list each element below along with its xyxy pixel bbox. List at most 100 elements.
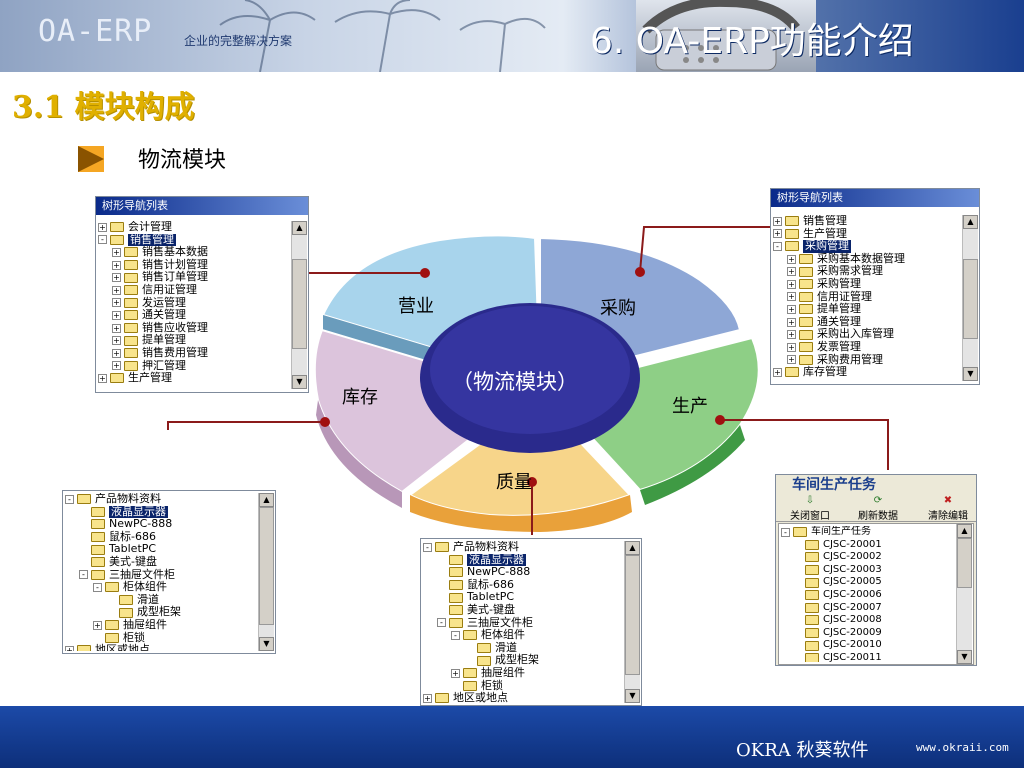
- expand-icon[interactable]: +: [787, 317, 796, 327]
- tree-item[interactable]: +通关管理: [773, 315, 961, 329]
- task-item[interactable]: CJSC-20002: [781, 551, 955, 564]
- expand-icon[interactable]: +: [112, 285, 121, 295]
- tree-item[interactable]: +押汇管理: [98, 359, 290, 373]
- task-item[interactable]: CJSC-20008: [781, 614, 955, 627]
- expand-icon[interactable]: +: [787, 279, 796, 289]
- tree-item[interactable]: -采购管理: [773, 240, 961, 253]
- tree-item[interactable]: -三抽屉文件柜: [65, 568, 257, 582]
- tree-item[interactable]: +采购费用管理: [773, 353, 961, 367]
- expand-icon[interactable]: +: [112, 336, 121, 346]
- scroll-down-button[interactable]: ▼: [259, 637, 274, 651]
- expand-icon[interactable]: +: [112, 298, 121, 308]
- expand-icon[interactable]: +: [112, 273, 121, 283]
- scroll-thumb[interactable]: [957, 538, 972, 588]
- refresh-data-button[interactable]: ⟳ 刷新数据: [848, 495, 908, 522]
- scroll-down-button[interactable]: ▼: [963, 367, 978, 381]
- scroll-up-button[interactable]: ▲: [625, 541, 640, 555]
- tree-item[interactable]: 美式-键盘: [65, 555, 257, 569]
- tree-item[interactable]: TabletPC: [65, 543, 257, 556]
- tree-item[interactable]: +抽屉组件: [423, 666, 623, 680]
- expand-icon[interactable]: +: [112, 361, 121, 371]
- sales-tree-list[interactable]: +会计管理-销售管理+销售基本数据+销售计划管理+销售订单管理+信用证管理+发运…: [98, 221, 290, 389]
- tree-item[interactable]: -柜体组件: [423, 629, 623, 642]
- tree-item[interactable]: +生产管理: [773, 227, 961, 241]
- scroll-down-button[interactable]: ▼: [957, 650, 972, 664]
- collapse-icon[interactable]: -: [98, 235, 107, 245]
- scroll-down-button[interactable]: ▼: [625, 689, 640, 703]
- expand-icon[interactable]: +: [112, 348, 121, 358]
- tree-item[interactable]: +采购需求管理: [773, 265, 961, 278]
- tree-item[interactable]: +采购出入库管理: [773, 328, 961, 341]
- scroll-thumb[interactable]: [625, 555, 640, 675]
- tree-item[interactable]: +发运管理: [98, 296, 290, 310]
- tree-item[interactable]: 鼠标-686: [423, 578, 623, 592]
- collapse-icon[interactable]: -: [781, 527, 790, 537]
- scroll-up-button[interactable]: ▲: [963, 215, 978, 229]
- tree-item[interactable]: +销售费用管理: [98, 346, 290, 360]
- tree-item[interactable]: 液晶显示器: [65, 505, 257, 519]
- quality-tree-scrollbar[interactable]: ▲ ▼: [624, 541, 640, 703]
- tree-item[interactable]: +销售管理: [773, 215, 961, 228]
- tree-item[interactable]: 成型柜架: [65, 606, 257, 619]
- tree-item-root[interactable]: -车间生产任务: [781, 526, 955, 539]
- scroll-down-button[interactable]: ▼: [292, 375, 307, 389]
- expand-icon[interactable]: +: [773, 367, 782, 377]
- collapse-icon[interactable]: -: [451, 630, 460, 640]
- sales-tree-window[interactable]: 树形导航列表 +会计管理-销售管理+销售基本数据+销售计划管理+销售订单管理+信…: [95, 196, 309, 393]
- expand-icon[interactable]: +: [93, 620, 102, 630]
- tree-item[interactable]: +地区或地点: [65, 644, 257, 651]
- expand-icon[interactable]: +: [787, 355, 796, 365]
- tree-item[interactable]: 液晶显示器: [423, 553, 623, 567]
- close-window-button[interactable]: ⇩ 关闭窗口: [780, 495, 840, 522]
- tree-item[interactable]: +库存管理: [773, 366, 961, 379]
- tree-item[interactable]: 美式-键盘: [423, 603, 623, 617]
- collapse-icon[interactable]: -: [437, 618, 446, 628]
- collapse-icon[interactable]: -: [93, 582, 102, 592]
- expand-icon[interactable]: +: [98, 373, 107, 383]
- purchase-tree-window[interactable]: 树形导航列表 +销售管理+生产管理-采购管理+采购基本数据管理+采购需求管理+采…: [770, 188, 980, 385]
- expand-icon[interactable]: +: [112, 260, 121, 270]
- expand-icon[interactable]: +: [787, 330, 796, 340]
- tree-item[interactable]: -产品物料资料: [423, 541, 623, 554]
- scroll-up-button[interactable]: ▲: [259, 493, 274, 507]
- inventory-tree-scrollbar[interactable]: ▲ ▼: [258, 493, 274, 651]
- tree-item[interactable]: +提单管理: [98, 334, 290, 347]
- tree-item[interactable]: 柜锁: [65, 631, 257, 645]
- tree-item[interactable]: +信用证管理: [98, 283, 290, 297]
- expand-icon[interactable]: +: [787, 254, 796, 264]
- expand-icon[interactable]: +: [98, 222, 107, 232]
- tree-item[interactable]: NewPC-888: [65, 518, 257, 531]
- tree-item[interactable]: -产品物料资料: [65, 493, 257, 506]
- task-item[interactable]: CJSC-20009: [781, 627, 955, 640]
- scroll-thumb[interactable]: [292, 259, 307, 349]
- sales-tree-scrollbar[interactable]: ▲ ▼: [291, 221, 307, 389]
- tree-item[interactable]: +生产管理: [98, 372, 290, 385]
- expand-icon[interactable]: +: [112, 310, 121, 320]
- tree-item[interactable]: -柜体组件: [65, 581, 257, 594]
- collapse-icon[interactable]: -: [773, 241, 782, 251]
- tree-item[interactable]: TabletPC: [423, 591, 623, 604]
- scroll-up-button[interactable]: ▲: [292, 221, 307, 235]
- collapse-icon[interactable]: -: [65, 494, 74, 504]
- tree-item[interactable]: 成型柜架: [423, 654, 623, 667]
- expand-icon[interactable]: +: [773, 216, 782, 226]
- tree-item[interactable]: +抽屉组件: [65, 618, 257, 632]
- collapse-icon[interactable]: -: [423, 542, 432, 552]
- tree-item[interactable]: -销售管理: [98, 233, 290, 247]
- tree-item[interactable]: +提单管理: [773, 303, 961, 316]
- workshop-tree-scrollbar[interactable]: ▲ ▼: [956, 524, 972, 664]
- scroll-thumb[interactable]: [963, 259, 978, 339]
- task-item[interactable]: CJSC-20001: [781, 539, 955, 552]
- expand-icon[interactable]: +: [787, 267, 796, 277]
- scroll-up-button[interactable]: ▲: [957, 524, 972, 538]
- expand-icon[interactable]: +: [65, 645, 74, 651]
- pie-slice-zhiliang[interactable]: [408, 398, 632, 517]
- tree-item[interactable]: 滑道: [423, 641, 623, 655]
- tree-item[interactable]: 滑道: [65, 593, 257, 607]
- tree-item[interactable]: +采购管理: [773, 277, 961, 291]
- tree-item[interactable]: -三抽屉文件柜: [423, 616, 623, 630]
